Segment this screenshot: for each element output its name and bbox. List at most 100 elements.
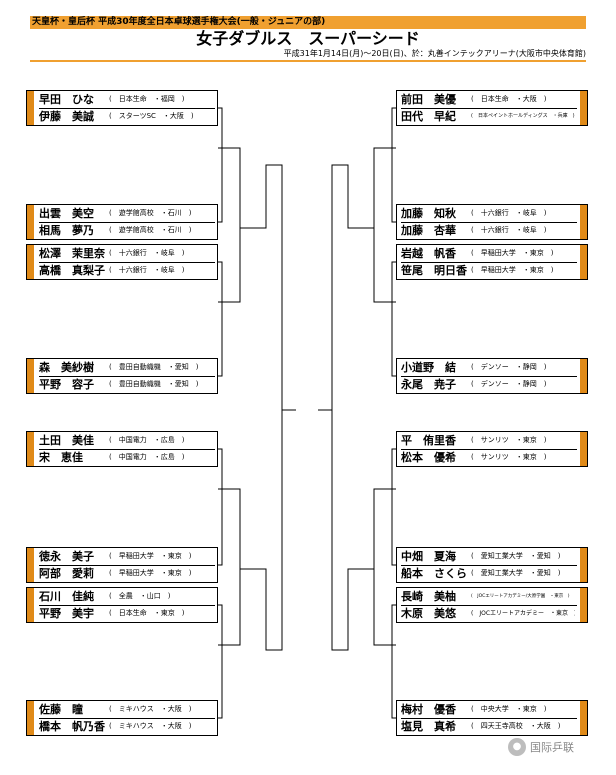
player-name: 阿部 愛莉 — [39, 567, 94, 580]
seed-tab — [580, 245, 587, 279]
player-affiliation: ( デンソー ・静岡 ) — [471, 380, 547, 388]
player-affiliation: ( 日本生命 ・大阪 ) — [471, 95, 547, 103]
player-affiliation: ( 日本生命 ・福岡 ) — [109, 95, 185, 103]
player-name: 永尾 尭子 — [401, 378, 456, 391]
player-row: 田代 早紀( 日本ペイントホールディングス ・兵庫 ) — [401, 108, 577, 125]
seed-tab — [27, 359, 34, 393]
bracket-line — [391, 148, 396, 223]
bracket-line — [218, 489, 223, 566]
team-slot-right-7: 長崎 美柚( JOCエリートアカデミー/大原学園 ・東京 ) 木原 美悠 ( JO… — [396, 587, 588, 623]
player-row: 森 美紗樹( 豊田自動織機 ・愛知 ) — [39, 359, 215, 377]
player-name: 宋 恵佳 — [39, 451, 83, 464]
header-rule — [30, 60, 586, 62]
player-row: 平 侑里香( サンリツ ・東京 ) — [401, 432, 577, 450]
player-name: 田代 早紀 — [401, 110, 456, 123]
player-name: 土田 美佳 — [39, 434, 94, 447]
team-slot-left-7: 石川 佳純( 全農 ・山口 ) 平野 美宇( 日本生命 ・東京 ) — [26, 587, 218, 623]
player-name: 橋本 帆乃香 — [39, 720, 105, 733]
player-affiliation: ( 中国電力 ・広島 ) — [109, 436, 185, 444]
bracket-line — [222, 147, 258, 229]
player-name: 梅村 優香 — [401, 703, 456, 716]
player-affiliation: ( 遊学館高校 ・石川 ) — [109, 209, 192, 217]
bracket-line — [218, 302, 223, 377]
seed-tab — [580, 205, 587, 239]
player-affiliation: ( 中央大学 ・東京 ) — [471, 705, 547, 713]
player-row: 岩越 帆香( 早稲田大学 ・東京 ) — [401, 245, 577, 263]
player-name: 石川 佳純 — [39, 590, 94, 603]
seed-tab — [580, 359, 587, 393]
player-affiliation: ( 中国電力 ・広島 ) — [109, 453, 185, 461]
seed-tab — [27, 588, 34, 622]
player-affiliation: ( 四天王寺高校 ・大阪 ) — [471, 722, 561, 730]
bracket-line — [218, 148, 223, 223]
player-row: 早田 ひな( 日本生命 ・福岡 ) — [39, 91, 215, 109]
bracket-line — [331, 164, 356, 410]
player-row: 前田 美優( 日本生命 ・大阪 ) — [401, 91, 577, 109]
seed-tab — [580, 548, 587, 582]
player-affiliation: ( 遊学館高校 ・石川 ) — [109, 226, 192, 234]
player-row: 松澤 茉里奈( 十六銀行 ・岐阜 ) — [39, 245, 215, 263]
team-slot-left-8: 佐藤 瞳( ミキハウス ・大阪 ) 橋本 帆乃香( ミキハウス ・大阪 ) — [26, 700, 218, 736]
player-name: 出雲 美空 — [39, 207, 94, 220]
player-name: 森 美紗樹 — [39, 361, 94, 374]
player-row: 笹尾 明日香( 早稲田大学 ・東京 ) — [401, 262, 577, 279]
team-slot-left-5: 土田 美佳 ( 中国電力 ・広島 ) 宋 恵佳 ( 中国電力 ・広島 ) — [26, 431, 218, 467]
seed-tab — [27, 701, 34, 735]
bracket-line — [391, 645, 396, 719]
player-affiliation: ( 早稲田大学 ・東京 ) — [109, 569, 192, 577]
bracket-line — [258, 410, 283, 651]
player-affiliation: ( ミキハウス ・大阪 ) — [109, 722, 192, 730]
seed-tab — [580, 432, 587, 466]
player-affiliation: ( 十六銀行 ・岐阜 ) — [109, 249, 185, 257]
player-row: 永尾 尭子 ( デンソー ・静岡 ) — [401, 376, 577, 393]
player-name: 平野 容子 — [39, 378, 94, 391]
player-affiliation: ( JOCエリートアカデミー/大原学園 ・東京 ) — [471, 594, 570, 599]
seed-tab — [580, 701, 587, 735]
player-row: 加藤 杏華 ( 十六銀行 ・岐阜 ) — [401, 222, 577, 239]
player-row: 相馬 夢乃( 遊学館高校 ・石川 ) — [39, 222, 215, 239]
player-name: 船本 さくら — [401, 567, 467, 580]
team-slot-left-1: 早田 ひな( 日本生命 ・福岡 ) 伊藤 美誠( スターツSC ・大阪 ) — [26, 90, 218, 126]
player-affiliation: ( 十六銀行 ・岐阜 ) — [471, 226, 547, 234]
watermark-text: 国际乒联 — [530, 741, 574, 754]
player-affiliation: ( 愛知工業大学 ・愛知 ) — [471, 569, 561, 577]
player-affiliation: ( 早稲田大学 ・東京 ) — [109, 552, 192, 560]
watermark: ● 国际乒联 — [508, 736, 616, 758]
player-affiliation: ( JOCエリートアカデミー ・東京 ) — [471, 610, 575, 617]
player-name: 小道野 結 — [401, 361, 456, 374]
player-row: 平野 美宇( 日本生命 ・東京 ) — [39, 605, 215, 622]
bracket-line — [222, 228, 241, 303]
player-row: 徳永 美子( 早稲田大学 ・東京 ) — [39, 548, 215, 566]
player-affiliation: ( デンソー ・静岡 ) — [471, 363, 547, 371]
player-row: 松本 優希( サンリツ ・東京 ) — [401, 449, 577, 466]
player-name: 加藤 知秋 — [401, 207, 456, 220]
player-row: 出雲 美空 ( 遊学館高校 ・石川 ) — [39, 205, 215, 223]
player-row: 宋 恵佳 ( 中国電力 ・広島 ) — [39, 449, 215, 466]
bracket-line — [222, 488, 258, 570]
player-name: 木原 美悠 — [401, 607, 456, 620]
team-slot-right-2: 加藤 知秋 ( 十六銀行 ・岐阜 ) 加藤 杏華 ( 十六銀行 ・岐阜 ) — [396, 204, 588, 240]
bracket-line — [218, 261, 223, 303]
seed-tab — [580, 588, 587, 622]
seed-tab — [27, 245, 34, 279]
bracket-line — [258, 164, 283, 410]
bracket-line — [218, 604, 223, 646]
player-affiliation: ( 早稲田大学 ・東京 ) — [471, 266, 554, 274]
bracket-line — [356, 488, 392, 570]
player-name: 平野 美宇 — [39, 607, 94, 620]
team-slot-right-8: 梅村 優香( 中央大学 ・東京 ) 塩見 真希( 四天王寺高校 ・大阪 ) — [396, 700, 588, 736]
player-name: 加藤 杏華 — [401, 224, 456, 237]
player-row: 木原 美悠 ( JOCエリートアカデミー ・東京 ) — [401, 605, 577, 622]
player-name: 佐藤 瞳 — [39, 703, 83, 716]
bracket-line — [391, 489, 396, 566]
seed-tab — [27, 432, 34, 466]
seed-tab — [27, 548, 34, 582]
player-row: 長崎 美柚( JOCエリートアカデミー/大原学園 ・東京 ) — [401, 588, 577, 606]
player-name: 中畑 夏海 — [401, 550, 456, 563]
team-slot-right-3: 岩越 帆香( 早稲田大学 ・東京 ) 笹尾 明日香( 早稲田大学 ・東京 ) — [396, 244, 588, 280]
team-slot-right-4: 小道野 結 ( デンソー ・静岡 ) 永尾 尭子 ( デンソー ・静岡 ) — [396, 358, 588, 394]
header: 天皇杯・皇后杯 平成30年度全日本卓球選手権大会(一般・ジュニアの部) 女子ダブ… — [30, 16, 586, 62]
wechat-icon: ● — [508, 738, 526, 756]
team-slot-left-6: 徳永 美子( 早稲田大学 ・東京 ) 阿部 愛莉 ( 早稲田大学 ・東京 ) — [26, 547, 218, 583]
